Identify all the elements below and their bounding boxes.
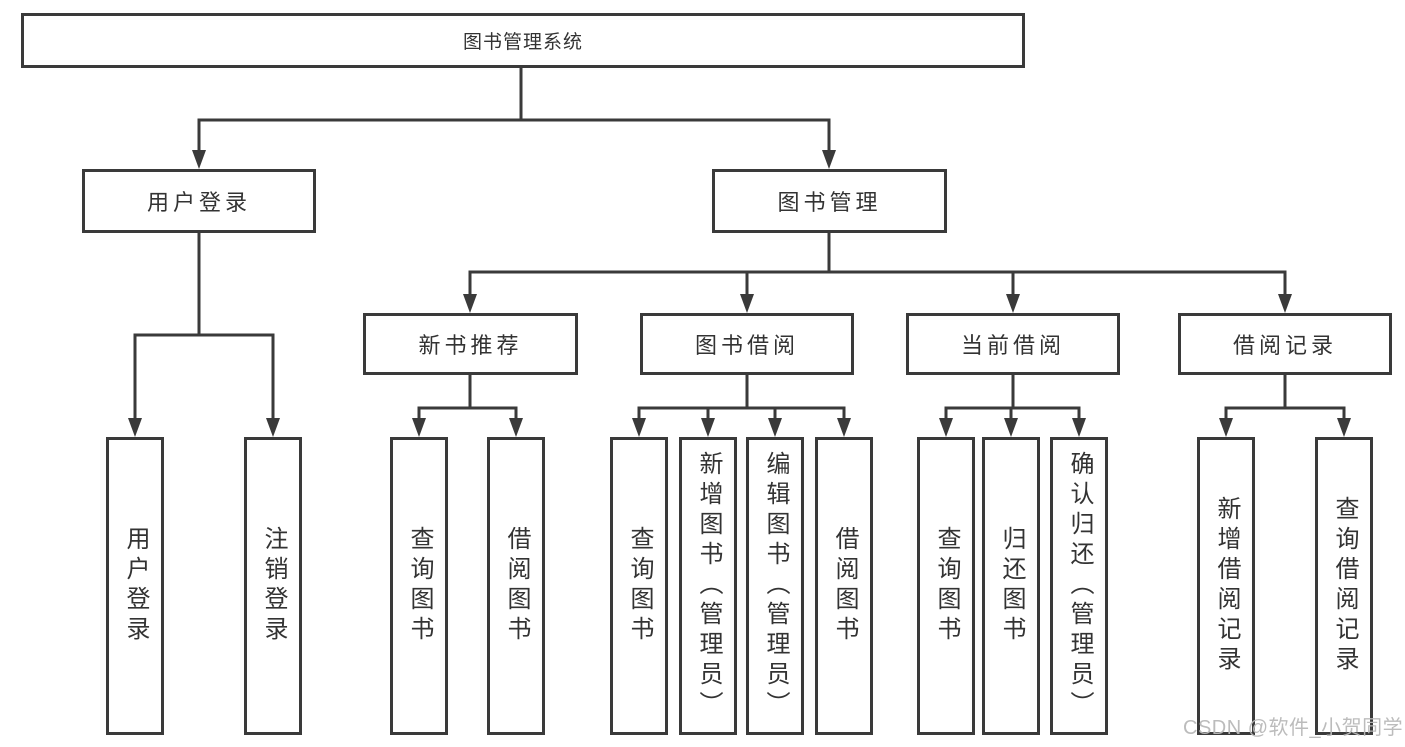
node-leaf-current-return-books: 归还图书: [982, 437, 1040, 735]
csdn-watermark: CSDN @软件_小贺同学: [1183, 717, 1404, 739]
connector-root-branch: [133, 66, 1346, 425]
node-leaf-recommend-borrow-books: 借阅图书: [487, 437, 545, 735]
node-leaf-current-query-books: 查询图书: [917, 437, 975, 735]
node-leaf-recommend-query-books: 查询图书: [390, 437, 448, 735]
node-leaf-borrowing-query-books: 查询图书: [610, 437, 668, 735]
node-user-login: 用户登录: [82, 169, 316, 233]
node-label: 注销登录: [260, 526, 287, 646]
node-label: 借阅图书: [503, 526, 530, 646]
node-label: 编辑图书（管理员）: [762, 451, 789, 721]
node-leaf-borrowing-edit-books: 编辑图书（管理员）: [746, 437, 804, 735]
node-label: 查询图书: [626, 526, 653, 646]
node-label: 查询借阅记录: [1331, 496, 1358, 676]
node-leaf-current-confirm-return: 确认归还（管理员）: [1050, 437, 1108, 735]
node-library-management-system: 图书管理系统: [21, 13, 1025, 68]
node-label: 查询图书: [933, 526, 960, 646]
node-new-book-recommend: 新书推荐: [363, 313, 578, 375]
node-label: 确认归还（管理员）: [1066, 451, 1093, 721]
node-leaf-records-query-record: 查询借阅记录: [1315, 437, 1373, 735]
node-borrowing-records: 借阅记录: [1178, 313, 1392, 375]
node-current-borrowing: 当前借阅: [906, 313, 1120, 375]
node-leaf-logout: 注销登录: [244, 437, 302, 735]
node-leaf-borrowing-borrow-books: 借阅图书: [815, 437, 873, 735]
node-label: 归还图书: [998, 526, 1025, 646]
node-leaf-records-add-record: 新增借阅记录: [1197, 437, 1255, 735]
node-label: 用户登录: [122, 526, 149, 646]
node-label: 新增图书（管理员）: [695, 451, 722, 721]
node-label: 查询图书: [406, 526, 433, 646]
node-label: 新增借阅记录: [1213, 496, 1240, 676]
node-label: 借阅图书: [831, 526, 858, 646]
node-book-borrowing: 图书借阅: [640, 313, 854, 375]
node-leaf-borrowing-add-books: 新增图书（管理员）: [679, 437, 737, 735]
node-book-management: 图书管理: [712, 169, 947, 233]
node-leaf-user-login: 用户登录: [106, 437, 164, 735]
